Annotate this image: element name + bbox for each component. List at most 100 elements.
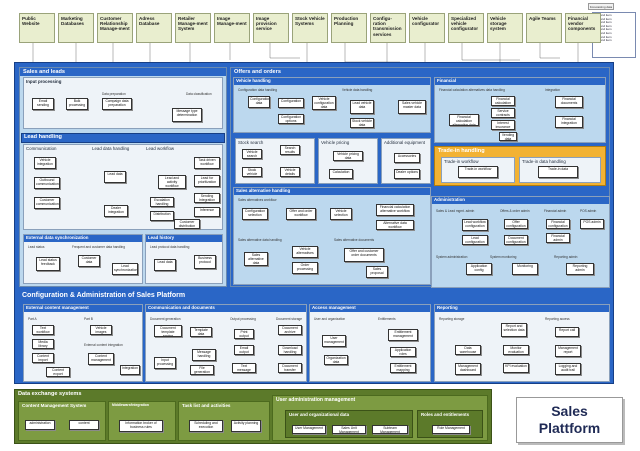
vehicle-images-box[interactable]: Vehicle images: [90, 325, 112, 335]
distribution-box[interactable]: Distribution: [150, 211, 174, 221]
message-type-box[interactable]: Message type determination: [172, 108, 202, 122]
report-call-box[interactable]: Report call: [555, 327, 579, 337]
vehicle-integration-box[interactable]: Vehicle integration: [34, 157, 56, 169]
data-warehouse-box[interactable]: Data warehouse: [455, 345, 481, 355]
escalation-box[interactable]: Escalation handling: [150, 197, 174, 207]
system-special-configurator[interactable]: Specialized vehicle configurator: [448, 13, 484, 43]
pricing-data-box[interactable]: Vehicle pricing data: [333, 151, 363, 161]
role-management-box[interactable]: Role Management: [432, 425, 470, 434]
monitoring-box[interactable]: Monitoring: [512, 263, 538, 275]
offer-order-workflow-box[interactable]: Offer and order workflow: [286, 208, 316, 220]
app-roles-box[interactable]: Application roles: [390, 347, 416, 357]
user-management-box[interactable]: User Management: [292, 425, 326, 434]
system-stock-vehicle[interactable]: Stock Vehicle Systems: [292, 13, 328, 43]
tradein-data-box[interactable]: Trade-in data: [538, 166, 578, 178]
offer-config-box[interactable]: Offer configuration: [504, 219, 528, 229]
message-handling-box[interactable]: Message handling: [192, 349, 216, 361]
stock-vehicle-data-box[interactable]: Stock vehicle data: [350, 118, 374, 128]
order-processing-box[interactable]: Order processing: [292, 262, 318, 274]
app-config-box[interactable]: Application config: [466, 263, 492, 275]
activity-planning-box[interactable]: Activity planning: [231, 420, 261, 432]
doc-archive-box[interactable]: Document archive: [278, 325, 302, 335]
text-workflow-box[interactable]: Text workflow: [32, 325, 54, 335]
print-output-box[interactable]: Print output: [234, 329, 254, 339]
system-public-website[interactable]: Public Website: [19, 13, 55, 43]
campaign-prep-box[interactable]: Campaign data preparation: [102, 98, 132, 110]
logging-audit-box[interactable]: Logging and audit trail: [555, 363, 581, 375]
lead-activity-workflow-box[interactable]: Lead and activity workflow: [158, 175, 186, 189]
entitlement-mapping-box[interactable]: Entitlement mapping: [390, 363, 416, 373]
vending-data-box[interactable]: Vending data: [499, 132, 517, 141]
fin-calc-alt-data-box[interactable]: Financial calculation alternative data: [449, 114, 479, 126]
customer-data-box[interactable]: Customer data: [78, 255, 100, 267]
system-marketing-db[interactable]: Marketing Databases: [58, 13, 94, 43]
cms-admin-box[interactable]: administration: [25, 420, 55, 430]
financial-docs-box[interactable]: Financial documents: [555, 96, 583, 108]
system-address-db[interactable]: Adress Database: [136, 13, 172, 43]
mgmt-report-box[interactable]: Management report: [555, 345, 581, 357]
content-import-box[interactable]: Content import: [32, 353, 54, 363]
vehicle-details-box[interactable]: Vehicle details: [280, 167, 300, 177]
system-image-provision[interactable]: Image provision service: [253, 13, 289, 43]
lead-data-box[interactable]: Lead data: [104, 171, 126, 183]
config-selection-box[interactable]: Configuration selection: [242, 208, 268, 220]
content-mgmt-box[interactable]: Content management: [88, 353, 114, 365]
system-config-transmission[interactable]: Configu-ration transmission services: [370, 13, 406, 43]
lead-status-box[interactable]: Lead status feedback: [36, 257, 60, 271]
interest-insurance-box[interactable]: Interest insurance data: [491, 120, 515, 130]
financial-integration-box[interactable]: Financial integration: [555, 116, 583, 128]
ecm-integration-box[interactable]: Integration: [120, 365, 140, 375]
reporting-admin-box[interactable]: Reporting admin: [566, 263, 594, 275]
scheduling-box[interactable]: Scheduling and execution: [189, 420, 223, 432]
org-data-box[interactable]: Organization data: [324, 355, 348, 365]
system-crm[interactable]: Customer Relationship Manage-ment: [97, 13, 133, 43]
download-box[interactable]: Download handling: [278, 345, 302, 355]
mgmt-dashboard-box[interactable]: Management dashboard: [455, 363, 481, 375]
vehicle-search-box[interactable]: Vehicle search: [242, 149, 262, 159]
config-data-box[interactable]: Configuration data: [248, 96, 270, 108]
info-broker-box[interactable]: Information broker of business rules: [119, 420, 163, 432]
task-workflow-box[interactable]: Task driven workflow: [194, 157, 220, 169]
sales-proposal-box[interactable]: Sales proposal: [366, 266, 388, 278]
vehicle-selection-box[interactable]: Vehicle selection: [330, 208, 352, 220]
doc-transfer-box[interactable]: Document transfer: [278, 363, 302, 373]
system-agile-teams[interactable]: Agile Teams: [526, 13, 562, 43]
sending-integration-box[interactable]: Sending Integration: [194, 193, 220, 203]
sales-vehicle-master-box[interactable]: Sales vehicle master data: [398, 100, 426, 114]
monitor-eval-box[interactable]: Monitor evaluation: [503, 345, 529, 355]
customer-comm-box[interactable]: Customer communication: [34, 197, 60, 209]
outbound-comm-box[interactable]: Outbound communication: [34, 177, 60, 189]
fin-calc-alt-workflow-box[interactable]: Financial calculation alternative workfl…: [376, 204, 414, 216]
financial-admin-box[interactable]: Financial admin: [546, 233, 570, 243]
calculation-box[interactable]: Calculation: [329, 169, 353, 179]
offer-order-docs-box[interactable]: Offer and customer order documents: [344, 248, 384, 262]
email-output-box[interactable]: Email output: [234, 345, 254, 355]
lead-vehicle-data-box[interactable]: Lead vehicle data: [350, 100, 374, 114]
user-mgmt-box[interactable]: User management: [322, 335, 346, 347]
system-retailer-mgmt[interactable]: Retailer Manage-ment System: [175, 13, 211, 43]
dealer-integration-box[interactable]: Dealer integration: [104, 205, 128, 217]
tradein-workflow-box[interactable]: Trade-in workflow: [458, 166, 498, 178]
system-vehicle-storage[interactable]: Vehicle storage system: [487, 13, 523, 43]
email-sending-box[interactable]: Email sending: [32, 98, 54, 110]
lead-sync-box[interactable]: Lead synchronization: [112, 263, 138, 275]
subteam-box[interactable]: Subteam Management: [372, 425, 408, 434]
system-production-planning[interactable]: Production Planning: [331, 13, 367, 43]
input-processing-box[interactable]: Input processing: [154, 357, 176, 369]
stock-vehicle-box[interactable]: Stock vehicle: [242, 167, 262, 177]
text-message-box[interactable]: Text message output: [232, 363, 256, 373]
entitlement-mgmt-box[interactable]: Entitlement management: [388, 329, 418, 341]
lead-config-box[interactable]: Lead configuration: [462, 235, 488, 245]
dealer-options-box[interactable]: Dealer options: [394, 169, 420, 179]
business-protocol-box[interactable]: Business protocol: [194, 255, 216, 269]
system-vehicle-configurator[interactable]: Vehicle configurator: [409, 13, 445, 43]
alt-data-box[interactable]: Sales alternative data: [244, 252, 268, 266]
financial-config-box[interactable]: Financial configuration: [546, 219, 570, 229]
lead-workflow-config-box[interactable]: Lead workflow configuration: [462, 219, 488, 231]
system-financial-vendor[interactable]: Financial vendor components: [565, 13, 601, 43]
vehicle-config-data-box[interactable]: Vehicle configuration data: [312, 96, 336, 110]
document-config-box[interactable]: Document configuration: [504, 235, 528, 245]
alt-data-workflow-box[interactable]: Alternative data workflow: [376, 220, 414, 230]
configuration-box[interactable]: Configuration: [278, 98, 304, 108]
media-library-box[interactable]: Media library: [32, 339, 54, 349]
